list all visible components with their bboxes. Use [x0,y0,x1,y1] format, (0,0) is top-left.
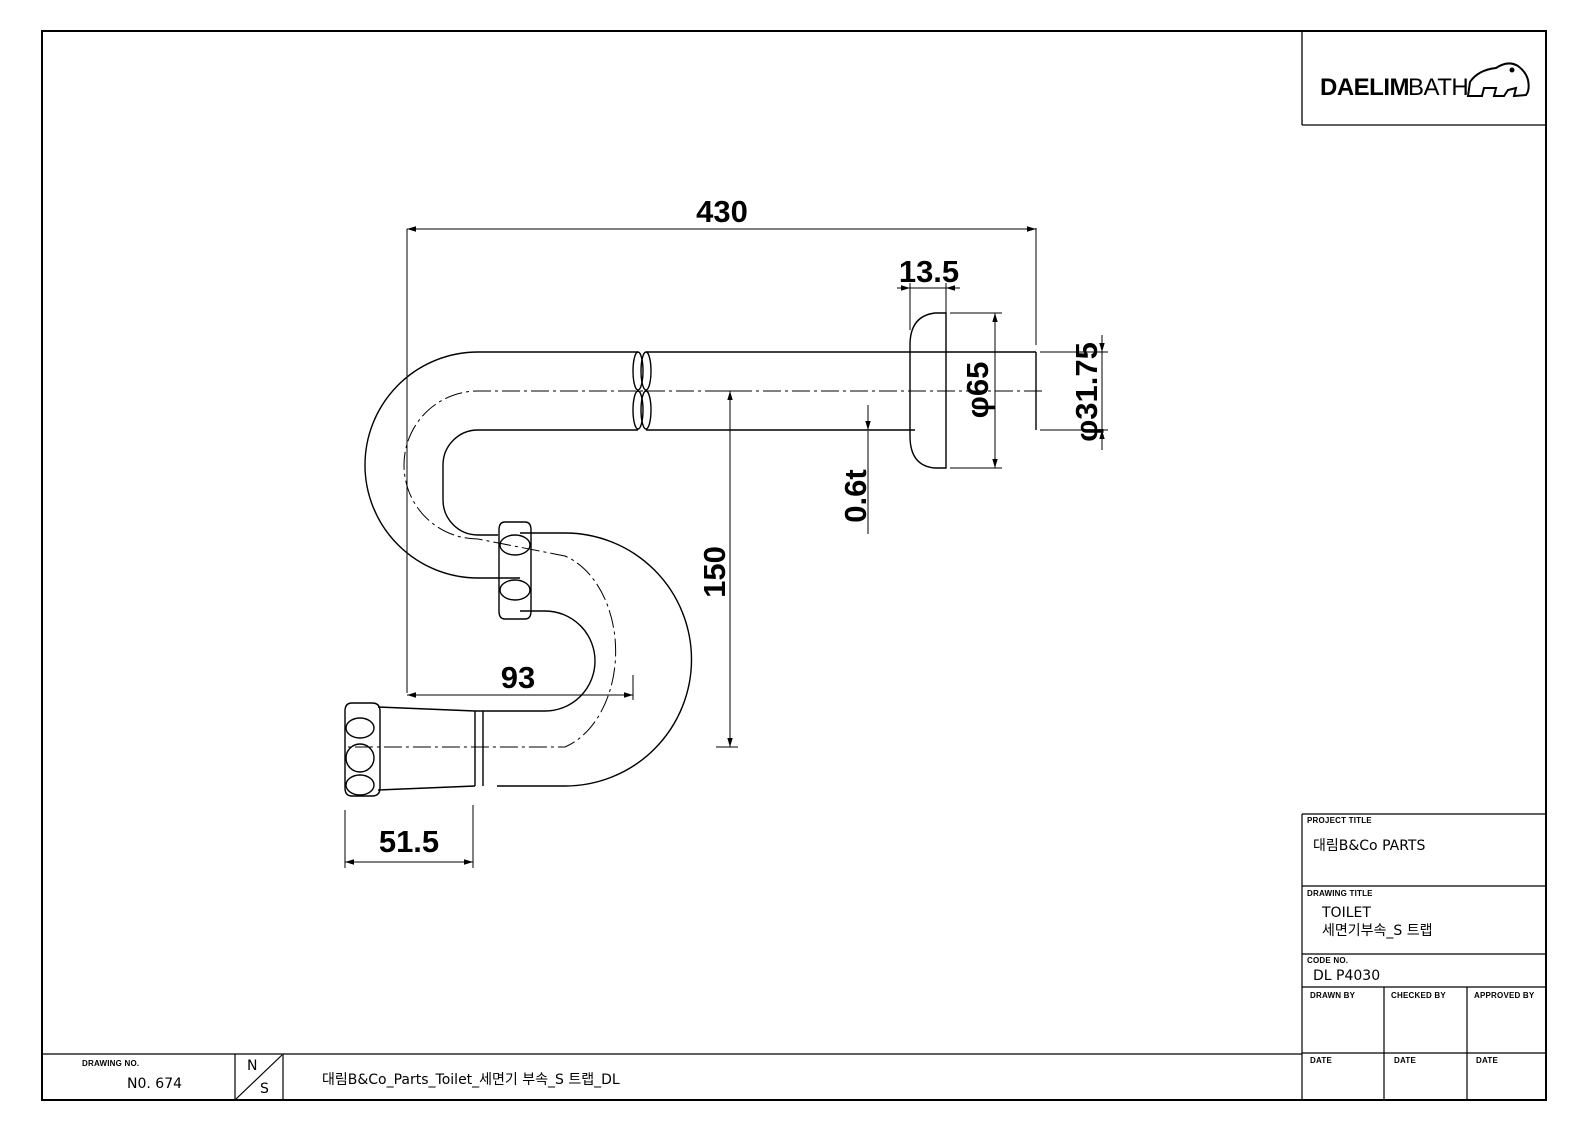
drawing-title-line2: 세면기부속_S 트랩 [1322,923,1433,939]
date-label-drawn: DATE [1310,1056,1332,1065]
dim-wall-thickness: 0.6t [838,469,873,522]
date-label-checked: DATE [1394,1056,1416,1065]
logo-brand-bold: DAELIM [1320,74,1409,101]
dim-flange-thickness: 13.5 [899,254,959,289]
checked-by-label: CHECKED BY [1391,991,1446,1000]
drawn-by-label: DRAWN BY [1310,991,1356,1000]
dim-pipe-diameter: φ31.75 [1069,342,1104,442]
dim-overall-length: 430 [696,194,748,229]
polar-bear-icon [1466,62,1530,98]
dim-nut-length: 51.5 [379,824,439,859]
scale-top: N [247,1058,257,1074]
logo-brand-light: BATH [1408,74,1468,101]
s-trap-outline [344,312,1037,797]
outlet-nut [344,702,381,797]
scale-bottom: S [260,1081,269,1097]
flange [909,312,947,469]
dim-drop-height: 150 [697,546,732,598]
joint-nut [498,521,532,620]
drawing-no: N0. 674 [127,1076,182,1092]
code-no: DL P4030 [1313,968,1380,984]
logo-box: DAELIM BATH [1301,31,1546,126]
bottom-bar [42,1053,1302,1100]
title-block [1301,813,1546,1100]
dim-offset: 93 [501,660,535,695]
dimension-lines [344,226,1108,868]
code-no-label: CODE NO. [1307,956,1348,965]
dim-flange-diameter: φ65 [960,362,995,419]
date-label-approved: DATE [1476,1056,1498,1065]
drawing-frame [41,30,1547,1101]
approved-by-label: APPROVED BY [1474,991,1535,1000]
drawing-title-line1: TOILET [1321,905,1371,921]
upper-pipe-left-segment [364,351,638,579]
project-title-label: PROJECT TITLE [1307,816,1372,825]
drawing-title-label: DRAWING TITLE [1307,889,1373,898]
drawing-no-label: DRAWING NO. [82,1059,139,1068]
project-title: 대림B&Co PARTS [1313,838,1425,854]
file-name: 대림B&Co_Parts_Toilet_세면기 부속_S 트랩_DL [322,1072,620,1088]
